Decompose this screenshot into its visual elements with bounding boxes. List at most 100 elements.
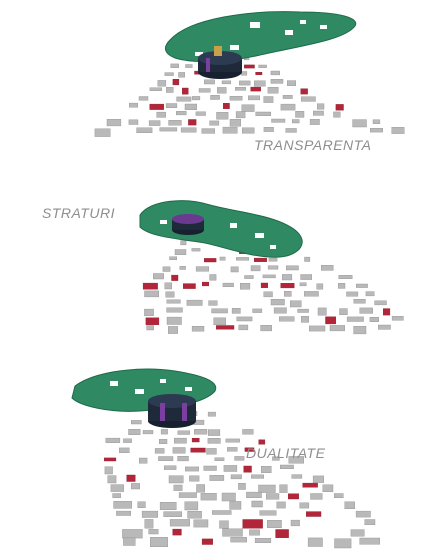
grey-tile — [208, 300, 218, 306]
grey-tile — [229, 118, 242, 127]
red-tile — [306, 511, 322, 517]
grey-tile — [234, 456, 245, 461]
grey-tile — [146, 325, 154, 331]
grey-tile — [217, 87, 227, 94]
grey-tile — [339, 308, 348, 316]
grey-tile — [138, 96, 149, 101]
grey-tile — [301, 96, 316, 102]
grey-tile — [131, 483, 140, 490]
grey-tile — [123, 438, 132, 443]
red-tile — [201, 281, 209, 287]
red-tile — [103, 457, 117, 462]
grey-tile — [178, 492, 197, 498]
grey-tile — [160, 429, 168, 435]
red-tile — [243, 465, 252, 473]
grey-tile — [370, 127, 383, 133]
grey-tile — [238, 324, 249, 331]
grey-tile — [173, 484, 183, 491]
grey-tile — [201, 128, 216, 134]
red-tile — [244, 447, 255, 452]
grey-tile — [282, 274, 293, 281]
grey-tile — [138, 457, 148, 464]
grey-tile — [166, 316, 182, 325]
grey-tile — [365, 291, 375, 297]
red-tile — [172, 78, 180, 86]
grey-tile — [263, 127, 274, 132]
red-tile — [149, 103, 164, 110]
grey-tile — [321, 264, 334, 271]
grey-tile — [142, 430, 154, 435]
grey-tile — [209, 120, 220, 126]
grey-tile — [312, 475, 325, 483]
grey-tile — [288, 456, 304, 464]
red-tile — [222, 102, 230, 109]
grey-tile — [122, 529, 143, 539]
grey-tile — [309, 325, 326, 332]
grey-tile — [300, 274, 313, 280]
grey-tile — [250, 265, 261, 272]
panel-straturi — [139, 200, 404, 335]
grey-tile — [291, 474, 303, 479]
grey-tile — [267, 265, 279, 270]
grey-tile — [144, 519, 154, 529]
grey-tile — [352, 119, 367, 128]
grey-tile — [106, 118, 122, 127]
red-tile — [253, 257, 267, 262]
label-transparenta: TRANSPARENTA — [254, 137, 372, 153]
grey-tile — [241, 104, 255, 112]
grey-tile — [149, 87, 162, 91]
grey-tile — [163, 465, 177, 470]
red-tile — [383, 308, 391, 316]
grey-tile — [317, 307, 327, 316]
grey-tile — [313, 110, 324, 116]
grey-tile — [203, 465, 217, 471]
grey-tile — [226, 447, 238, 452]
grey-tile — [290, 300, 302, 308]
grey-tile — [229, 501, 242, 510]
grey-tile — [158, 456, 174, 461]
grey-tile — [258, 64, 267, 68]
grey-tile — [338, 275, 353, 280]
red-tile — [142, 282, 158, 290]
grey-tile — [128, 119, 139, 125]
grey-tile — [359, 307, 373, 314]
grey-tile — [251, 500, 263, 508]
grey-tile — [222, 282, 234, 287]
green-plate-transparenta — [164, 11, 357, 63]
grey-tile — [169, 256, 178, 260]
grey-tile — [295, 110, 305, 118]
grey-tile — [262, 274, 276, 279]
grey-tile — [164, 72, 174, 76]
grey-tile — [200, 493, 217, 501]
grey-tile — [346, 316, 364, 322]
grey-tile — [158, 439, 168, 445]
grey-tile — [105, 437, 121, 443]
grey-tile — [180, 240, 187, 246]
grey-tile — [238, 482, 246, 490]
grey-tile — [261, 466, 272, 473]
grey-tile — [270, 298, 285, 306]
grey-tile — [198, 88, 211, 93]
grey-tile — [304, 256, 311, 262]
red-tile — [203, 258, 217, 263]
grey-tile — [268, 257, 278, 262]
grey-tile — [248, 95, 260, 101]
grey-tile — [165, 291, 175, 298]
grey-tile — [279, 484, 288, 493]
grey-tile — [167, 326, 178, 334]
grey-tile — [207, 429, 221, 436]
panel-dualitate — [71, 368, 381, 549]
grey-tile — [191, 248, 201, 252]
grey-tile — [162, 266, 171, 272]
label-straturi: STRATURI — [42, 205, 115, 221]
grey-tile — [193, 519, 209, 528]
grey-tile — [234, 87, 246, 91]
red-tile — [188, 119, 197, 126]
grey-tile — [209, 475, 225, 481]
grey-tile — [236, 316, 253, 322]
grey-tile — [230, 537, 248, 543]
red-tile — [275, 529, 289, 538]
grey-tile — [230, 266, 239, 273]
grey-tile — [166, 87, 174, 93]
grey-tile — [116, 510, 132, 516]
